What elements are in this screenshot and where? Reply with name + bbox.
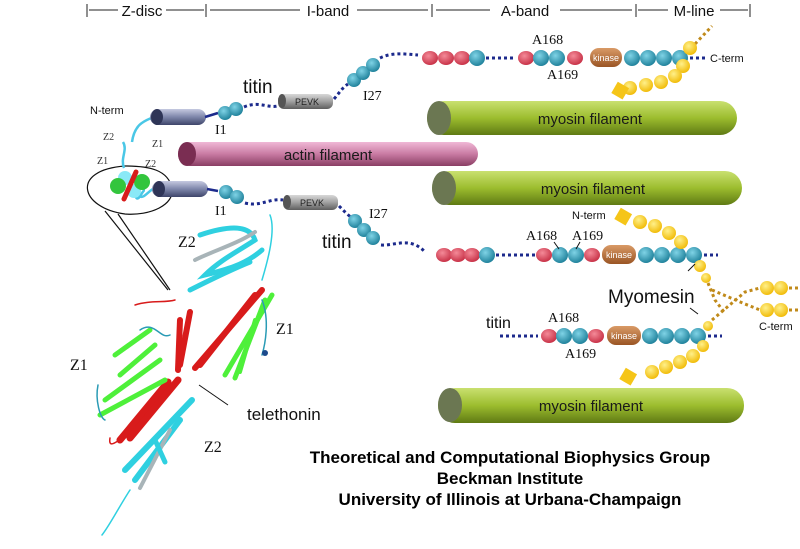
pevk-label: PEVK — [300, 198, 324, 208]
i27-label-lower: I27 — [369, 207, 388, 222]
z1-structure-right — [222, 292, 275, 381]
inset-label-z2: Z2 — [145, 159, 156, 170]
z1-domain — [110, 178, 126, 194]
titin-label-lower: titin — [322, 232, 352, 253]
z1-structure-left — [96, 326, 171, 421]
region-label-z-disc: Z-disc — [122, 3, 163, 20]
credit-group-name: Theoretical and Computational Biophysics… — [309, 448, 711, 467]
myomesin-lower — [614, 207, 800, 386]
titin-lower: PEVK kinase — [139, 181, 718, 264]
z2-structure-lower — [101, 397, 195, 536]
myosin-filament-1: myosin filament — [427, 101, 737, 135]
telethonin-structure — [109, 287, 265, 445]
myosin-filament-2: myosin filament — [432, 171, 742, 205]
actin-filament-label: actin filament — [284, 147, 373, 164]
kinase-label: kinase — [606, 250, 632, 260]
kinase-label: kinase — [611, 331, 637, 341]
pevk-label: PEVK — [295, 97, 319, 107]
kinase-label: kinase — [593, 53, 619, 63]
c-term-label-upper: C-term — [710, 53, 744, 65]
telethonin-mini — [121, 169, 139, 202]
credit-institute: Beckman Institute — [436, 469, 584, 488]
n-term-label-left: N-term — [90, 105, 124, 117]
inset-label-z1: Z1 — [97, 156, 108, 167]
i1-label-lower: I1 — [215, 204, 227, 219]
region-label-a-band: A-band — [501, 3, 549, 20]
myosin-filament-label: myosin filament — [541, 181, 646, 198]
a168-label-lower: A168 — [526, 229, 557, 244]
c-term-label-lower: C-term — [759, 321, 793, 333]
z-disc-inset: Z2 Z2 Z1 Z1 — [86, 132, 173, 291]
a169-label-lower: A169 — [572, 229, 603, 244]
myosin-filament-3: myosin filament — [438, 388, 744, 423]
inset-label-z2: Z2 — [103, 132, 114, 143]
myomesin-label: Myomesin — [608, 287, 695, 308]
structure-label-z2-upper: Z2 — [178, 234, 196, 251]
z1z2-telethonin-structure — [96, 214, 275, 536]
titin-label-upper: titin — [243, 77, 273, 98]
titin-upper: PEVK kinase — [130, 48, 708, 143]
myosin-filament-label: myosin filament — [538, 111, 643, 128]
structure-label-z1-left: Z1 — [70, 357, 88, 374]
a168-label-bottom: A168 — [548, 311, 579, 326]
z2-structure-upper — [187, 214, 273, 293]
actin-filament: actin filament — [178, 142, 478, 166]
telethonin-label: telethonin — [247, 405, 321, 424]
structure-label-z1-right: Z1 — [276, 321, 294, 338]
n-term-label-right: N-term — [572, 210, 606, 222]
credit-university: University of Illinois at Urbana-Champai… — [338, 490, 682, 509]
z1-domain — [134, 174, 150, 190]
myosin-filament-label: myosin filament — [539, 398, 644, 415]
i1-label-upper: I1 — [215, 123, 227, 138]
titin-bottom: kinase — [500, 326, 722, 345]
region-ruler — [86, 4, 751, 17]
inset-label-z1: Z1 — [152, 139, 163, 150]
a169-label-upper: A169 — [547, 68, 578, 83]
titin-label-bottom: titin — [486, 315, 511, 332]
a168-label-upper: A168 — [532, 33, 563, 48]
region-label-m-line: M-line — [674, 3, 715, 20]
i27-label-upper: I27 — [363, 89, 382, 104]
structure-label-z2-lower: Z2 — [204, 439, 222, 456]
a169-label-bottom: A169 — [565, 347, 596, 362]
region-label-i-band: I-band — [307, 3, 350, 20]
myomesin-upper — [611, 24, 714, 100]
